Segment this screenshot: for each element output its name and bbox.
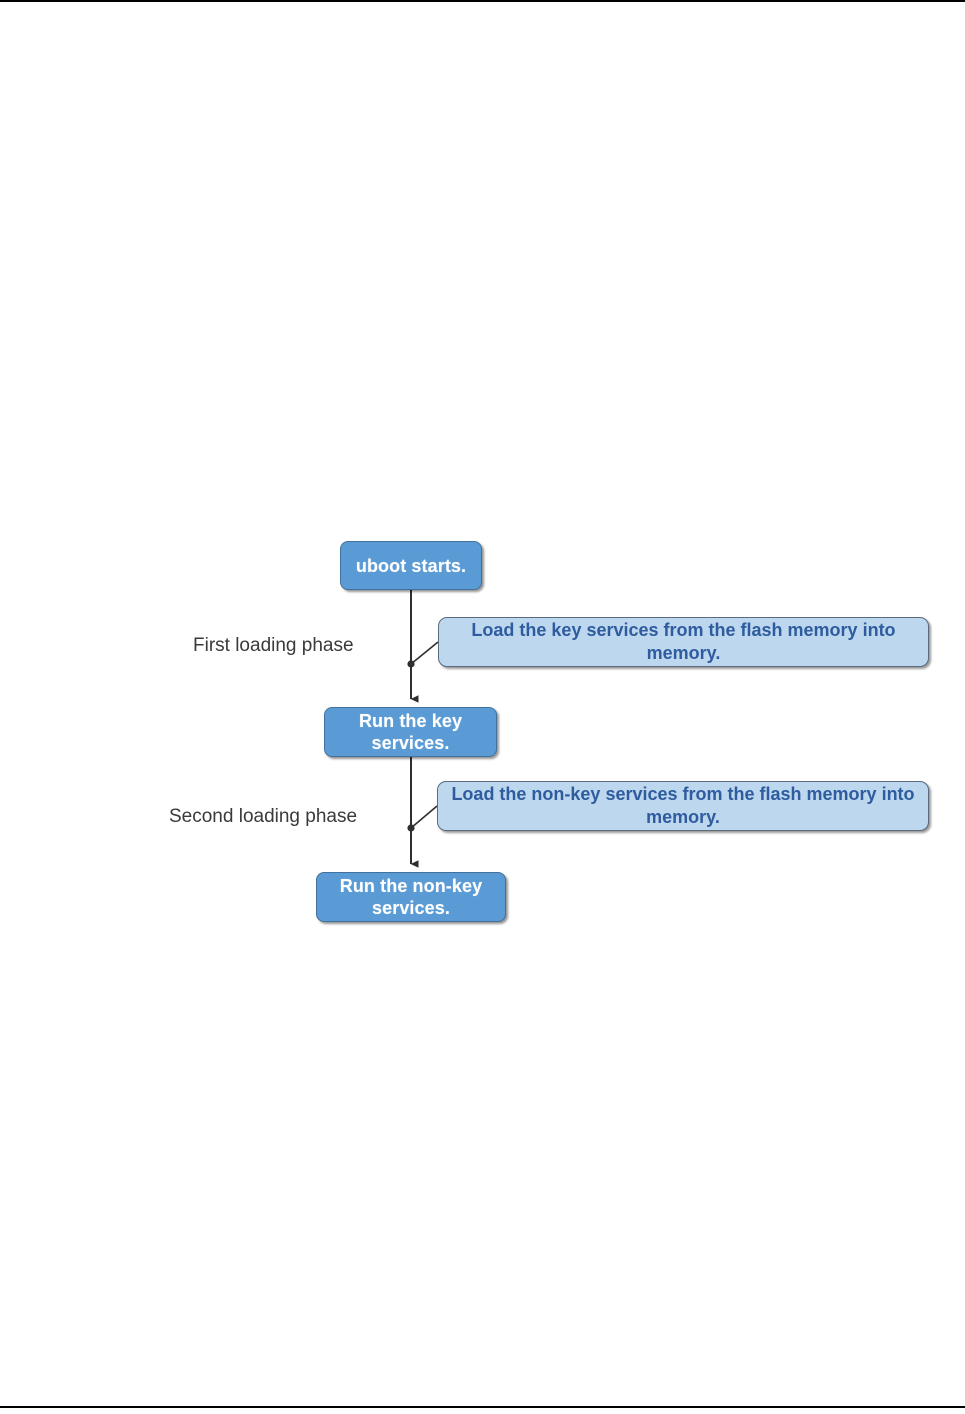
callout-load-key-services[interactable]: Load the key services from the flash mem… (438, 617, 929, 667)
label-first-loading-phase: First loading phase (193, 635, 354, 656)
callout-label: Load the non-key services from the flash… (451, 784, 915, 827)
connector-junction-dot (407, 824, 415, 832)
callout-load-non-key-services[interactable]: Load the non-key services from the flash… (437, 781, 929, 831)
connector-key-to-non-key-services (407, 757, 438, 868)
callout-label: Load the key services from the flash mem… (471, 620, 896, 663)
page-rule-top (0, 0, 965, 2)
process-box-run-key-services[interactable]: Run the key services. (324, 707, 497, 757)
callout-leader-line (410, 805, 438, 829)
process-box-label: Run the key services. (358, 711, 463, 753)
callout-leader-line (410, 641, 439, 665)
label-second-loading-phase: Second loading phase (169, 806, 358, 827)
process-box-label: Run the non-key services. (339, 876, 483, 918)
process-box-uboot-starts[interactable]: uboot starts. (340, 541, 482, 590)
process-box-run-non-key-services[interactable]: Run the non-key services. (316, 872, 506, 922)
connector-junction-dot (407, 660, 415, 668)
connector-uboot-to-key-services (407, 590, 439, 703)
process-box-label: uboot starts. (355, 555, 467, 576)
page-rule-bottom (0, 1406, 965, 1408)
